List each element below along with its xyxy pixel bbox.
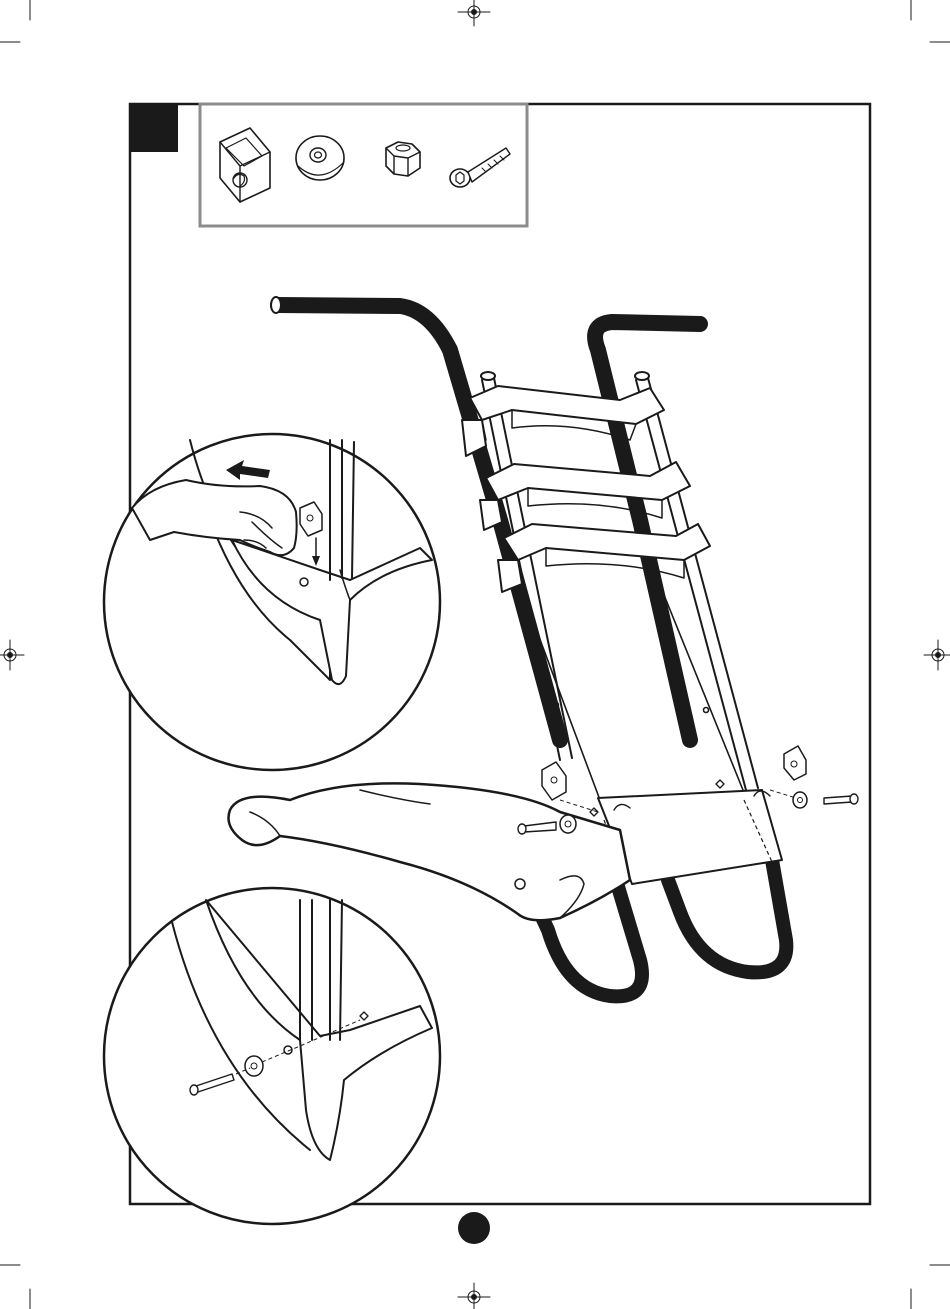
- registration-crosshair-icon: [0, 640, 24, 670]
- cross-brace-upper: [462, 386, 664, 456]
- washer-icon: [296, 136, 344, 180]
- bolt-insertion-detail: [104, 888, 440, 1224]
- registration-crosshair-icon: [458, 1283, 490, 1309]
- filled-circle-page-marker: [458, 1212, 490, 1244]
- parts-box: [200, 104, 527, 226]
- hex-lock-nut-icon: [386, 142, 420, 176]
- registration-crosshair-icon: [458, 0, 490, 26]
- cross-brace-lower: [498, 524, 710, 592]
- hand-inserting-square-nut-detail: [104, 434, 440, 770]
- filled-square-step-badge: [130, 104, 178, 152]
- registration-crosshair-icon: [924, 640, 950, 670]
